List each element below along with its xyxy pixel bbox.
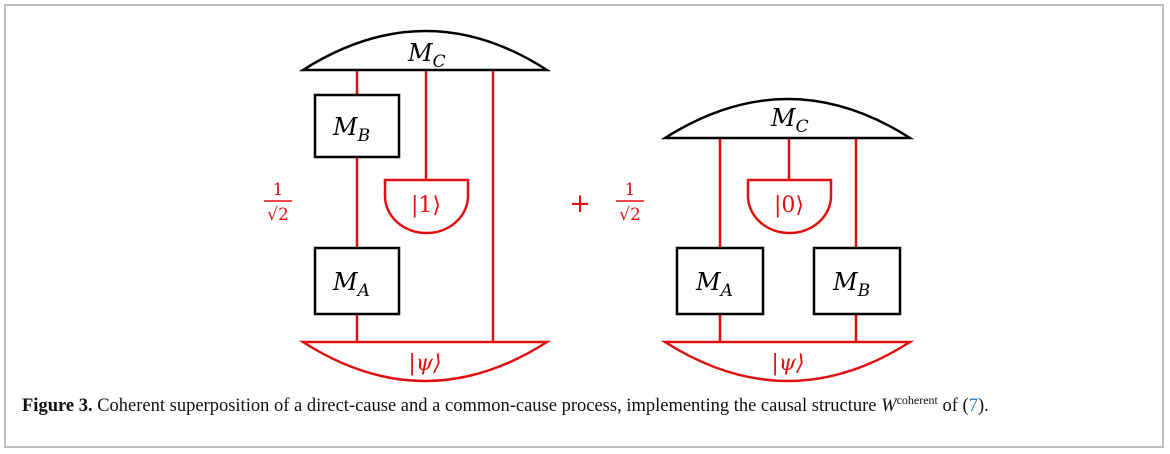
box-ma: [313, 246, 401, 316]
caption-of: of (: [937, 396, 969, 417]
figure-frame: [4, 4, 1164, 448]
psi-label-left: |ψ⟩: [408, 351, 441, 376]
caption-end: ).: [977, 396, 989, 417]
box-mb-right: [812, 246, 902, 316]
coefficient-left: 1 √2: [264, 180, 292, 225]
right-process: MC |0⟩ MA MB |ψ⟩: [660, 97, 915, 383]
state-psi-bowl-right: [660, 340, 915, 383]
coef-right-den: √2: [619, 205, 641, 225]
mc-label-right: MC: [770, 104, 809, 137]
measurement-mc-dome-right: [660, 97, 915, 140]
equation-ref-link[interactable]: 7: [968, 396, 978, 417]
mb-label: MB: [332, 113, 370, 146]
plus-sign: +: [569, 189, 591, 219]
caption-w-superscript: coherent: [896, 393, 938, 407]
coef-left-den: √2: [267, 205, 289, 225]
measurement-mc-dome: [298, 29, 552, 72]
mc-label: MC: [407, 39, 446, 72]
effect-ket0: [746, 178, 833, 235]
coef-right-num: 1: [625, 180, 636, 200]
box-mb: [313, 93, 401, 159]
effect-ket1: [383, 178, 470, 235]
caption-text: Coherent superposition of a direct-cause…: [92, 396, 882, 417]
state-psi-bowl: [298, 340, 552, 383]
ma-label: MA: [332, 268, 370, 301]
mb-label-right: MB: [832, 268, 870, 301]
box-ma-right: [675, 246, 765, 316]
caption-w-symbol: W: [881, 396, 897, 417]
coef-left-num: 1: [273, 180, 284, 200]
psi-label-right: |ψ⟩: [771, 351, 804, 376]
caption-label: Figure 3.: [22, 396, 93, 417]
left-process: MC MB |1⟩ MA |ψ⟩: [298, 29, 552, 383]
ma-label-right: MA: [695, 268, 733, 301]
ket1-label: |1⟩: [411, 193, 441, 218]
ket0-label: |0⟩: [774, 193, 804, 218]
figure-caption: Figure 3. Coherent superposition of a di…: [22, 393, 1152, 417]
coefficient-right: 1 √2: [616, 180, 644, 225]
